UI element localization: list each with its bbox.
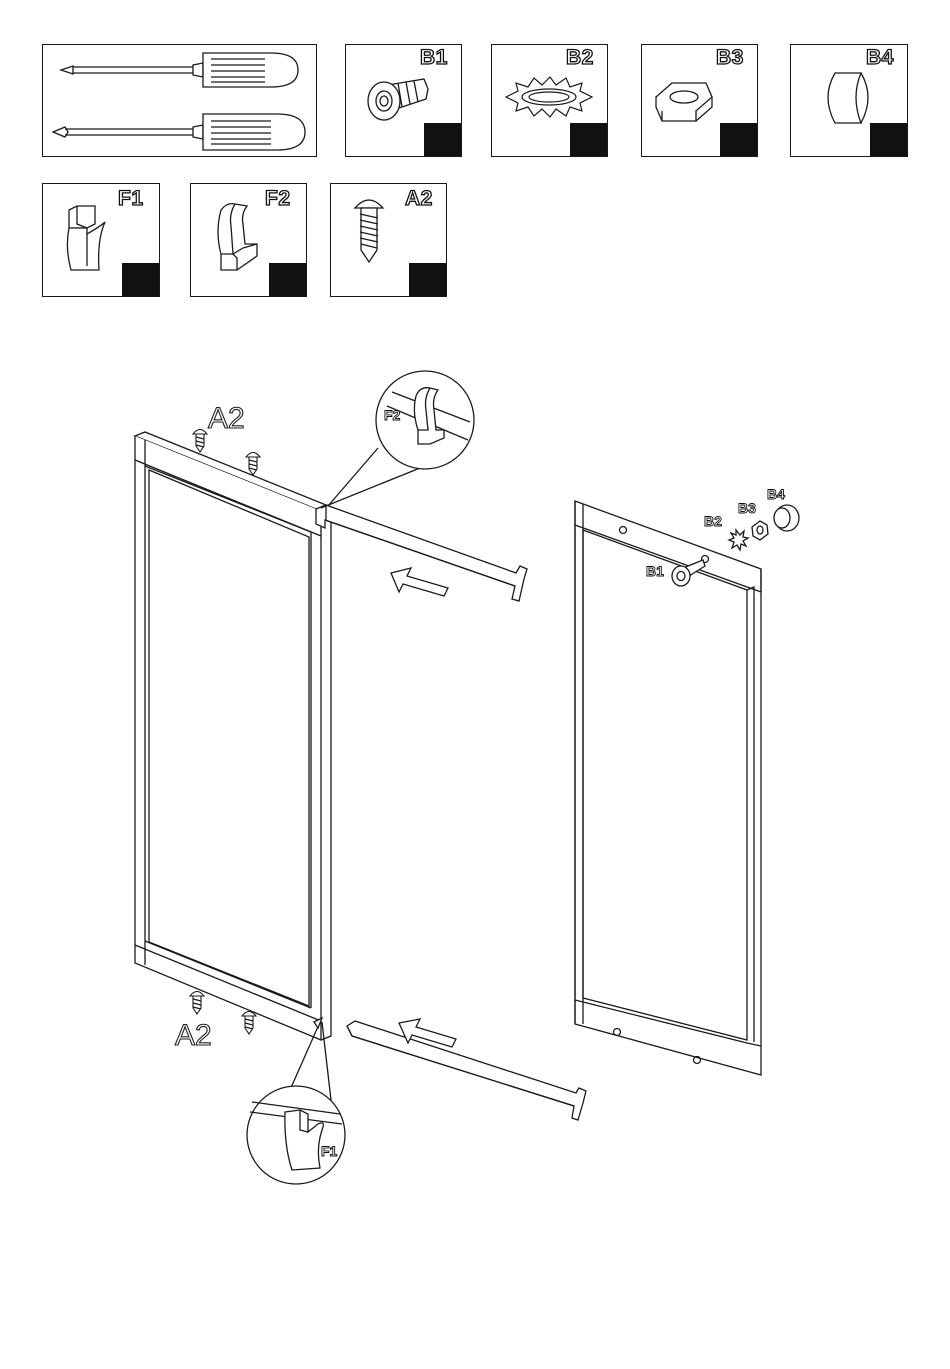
arrow-top-rail-icon: [391, 568, 448, 596]
screw-a2-bottom-2-icon: [242, 1012, 256, 1035]
detail-circle-f2: [321, 371, 474, 508]
label-b4: B4: [767, 486, 785, 502]
screw-a2-top-2-icon: [246, 453, 260, 476]
label-b3: B3: [738, 500, 756, 516]
screw-a2-bottom-1-icon: [190, 992, 204, 1015]
label-a2-bottom: A2: [175, 1019, 212, 1052]
arrow-bottom-rail-icon: [399, 1019, 456, 1047]
label-b1: B1: [646, 563, 664, 579]
label-a2-top: A2: [208, 402, 245, 435]
right-door-panel: [575, 501, 761, 1075]
bottom-rail: [347, 1021, 586, 1120]
nut-b3-icon: [752, 521, 768, 540]
detail-circle-f1: [247, 1018, 345, 1184]
label-b2: B2: [704, 513, 722, 529]
washer-b2-icon: [729, 530, 748, 550]
left-door-panel: [135, 432, 331, 1040]
label-f1-detail: F1: [321, 1143, 338, 1159]
cap-b4-icon: [774, 505, 799, 531]
label-f2-detail: F2: [384, 407, 401, 423]
screw-a2-top-1-icon: [193, 430, 207, 453]
